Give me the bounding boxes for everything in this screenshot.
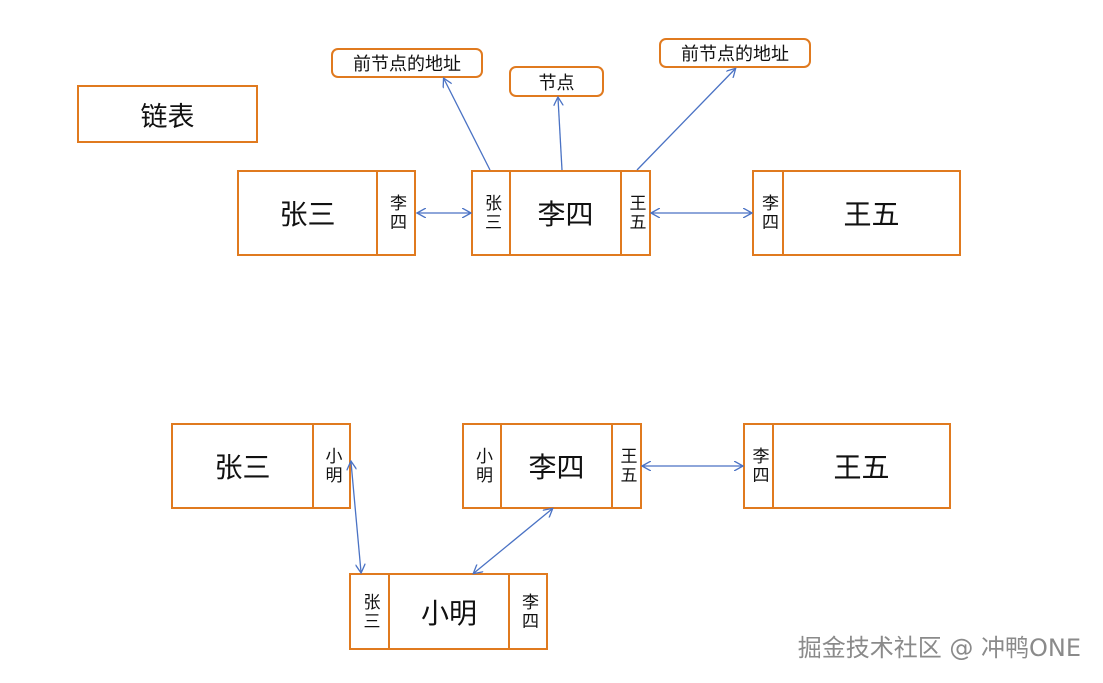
link-arrow-zhangsan-xiaoming (351, 462, 361, 572)
bottom-node-zhangsan: 张三 小明 (171, 423, 351, 509)
pointer-arrow-prev-address-left (444, 79, 491, 171)
prev-pointer: 小明 (464, 425, 502, 507)
pointer-arrow-prev-address-right (636, 69, 735, 171)
callout-prev-address-right: 前节点的地址 (659, 38, 811, 68)
node-value: 张三 (214, 451, 271, 484)
bottom-node-wangwu: 李四 王五 (743, 423, 951, 509)
node-value: 王五 (843, 198, 900, 231)
watermark-text: 掘金技术社区 @ 冲鸭ONE (797, 634, 1081, 662)
pointer-arrow-node (558, 98, 562, 171)
prev-pointer: 张三 (351, 575, 390, 648)
link-arrow-xiaoming-lisi (474, 509, 552, 573)
node-value: 小明 (420, 596, 477, 630)
callout-node: 节点 (509, 66, 604, 97)
next-pointer: 李四 (508, 575, 546, 648)
top-node-lisi: 张三 李四 王五 (471, 170, 651, 256)
node-value: 王五 (833, 451, 890, 484)
top-node-wangwu: 李四 王五 (752, 170, 961, 256)
callout-prev-address-left: 前节点的地址 (331, 48, 483, 78)
next-pointer: 王五 (611, 425, 640, 507)
next-pointer: 王五 (620, 172, 649, 254)
node-value: 张三 (279, 198, 336, 231)
next-pointer: 小明 (312, 425, 349, 507)
prev-pointer: 李四 (754, 172, 784, 254)
next-pointer: 李四 (376, 172, 414, 254)
bottom-node-xiaoming: 张三 小明 李四 (349, 573, 548, 650)
top-node-zhangsan: 张三 李四 (237, 170, 416, 256)
prev-pointer: 张三 (473, 172, 511, 254)
prev-pointer: 李四 (745, 425, 774, 507)
node-value: 李四 (528, 451, 585, 484)
node-value: 李四 (537, 198, 594, 231)
diagram-title: 链表 (77, 85, 258, 143)
